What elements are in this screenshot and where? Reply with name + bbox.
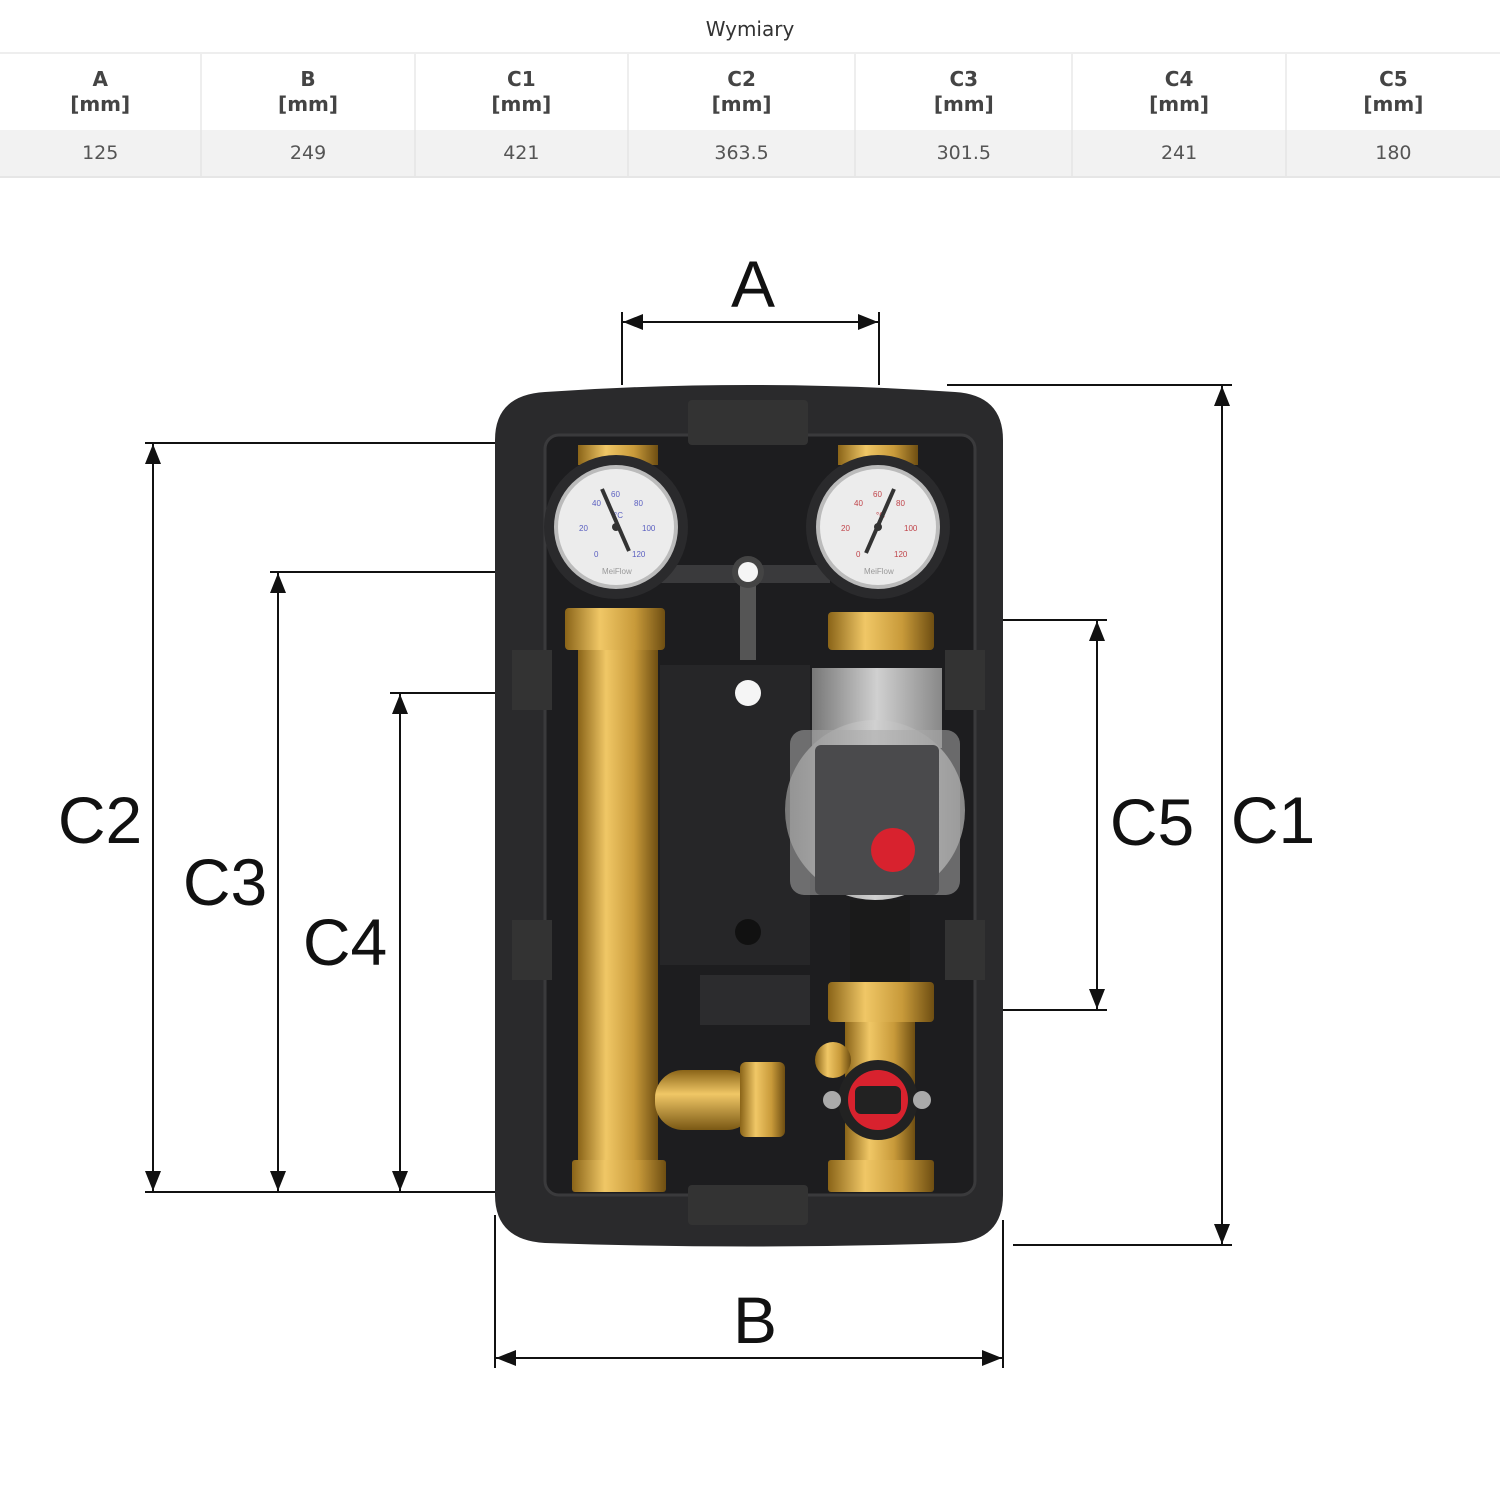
header-a: A[mm]	[0, 54, 203, 130]
gauge-tick-label: 100	[904, 524, 918, 533]
header-c4: C4[mm]	[1073, 54, 1287, 130]
thermometer-supply: 0 20 40 60 80 100 120 °C MeiFlow	[806, 455, 950, 599]
gauge-tick-label: 20	[841, 524, 850, 533]
mount-hole	[735, 919, 761, 945]
label-c4: C4	[303, 905, 387, 979]
gauge-tick-label: 0	[856, 550, 861, 559]
header-name: B	[300, 67, 316, 91]
label-b: B	[733, 1283, 777, 1357]
gauge-tick-label: 80	[896, 499, 905, 508]
label-c3: C3	[183, 845, 267, 919]
header-unit: [mm]	[278, 92, 339, 116]
header-unit: [mm]	[1149, 92, 1210, 116]
dimension-lines	[145, 312, 1232, 1368]
value-c1: 421	[416, 130, 629, 176]
gauge-tick-label: 60	[873, 490, 882, 499]
dimensions-table: Wymiary A[mm] B[mm] C1[mm] C2[mm] C3[mm]…	[0, 0, 1500, 178]
header-c5: C5[mm]	[1287, 54, 1500, 130]
header-name: C5	[1379, 67, 1408, 91]
header-unit: [mm]	[491, 92, 552, 116]
header-name: C4	[1164, 67, 1194, 91]
gauge-tick-label: 80	[634, 499, 643, 508]
gauge-needle	[864, 488, 896, 554]
value-c2: 363.5	[629, 130, 857, 176]
gauge-tick-label: 40	[592, 499, 601, 508]
circulation-pump	[785, 668, 965, 900]
table-value-row: 125 249 421 363.5 301.5 241 180	[0, 130, 1500, 178]
value-c4: 241	[1073, 130, 1287, 176]
bottom-clip	[688, 1185, 808, 1225]
header-unit: [mm]	[711, 92, 772, 116]
gauge-tick-label: 120	[894, 550, 908, 559]
gauge-tick-label: 0	[594, 550, 599, 559]
header-unit: [mm]	[1363, 92, 1424, 116]
gauge-brand: MeiFlow	[602, 567, 632, 576]
header-unit: [mm]	[933, 92, 994, 116]
header-name: A	[92, 67, 108, 91]
gauge-tick-label: 100	[642, 524, 656, 533]
value-a: 125	[0, 130, 203, 176]
gauge-unit: °C	[614, 511, 623, 520]
label-c1: C1	[1231, 783, 1315, 857]
value-c3: 301.5	[856, 130, 1074, 176]
header-c1: C1[mm]	[416, 54, 629, 130]
header-b: B[mm]	[202, 54, 416, 130]
header-name: C3	[949, 67, 979, 91]
table-header-row: A[mm] B[mm] C1[mm] C2[mm] C3[mm] C4[mm] …	[0, 54, 1500, 130]
label-a: A	[731, 247, 775, 321]
header-c3: C3[mm]	[856, 54, 1074, 130]
table-caption: Wymiary	[0, 0, 1500, 54]
label-c5: C5	[1110, 785, 1194, 859]
pump-speed-knob	[871, 828, 915, 872]
label-c2: C2	[58, 783, 142, 857]
gauge-tick-label: 120	[632, 550, 646, 559]
header-unit: [mm]	[70, 92, 131, 116]
gauge-needle	[600, 488, 631, 552]
return-pipe	[565, 445, 785, 1192]
header-name: C1	[507, 67, 536, 91]
value-b: 249	[202, 130, 416, 176]
value-c5: 180	[1375, 142, 1412, 164]
gauge-tick-label: 40	[854, 499, 863, 508]
ball-valve-handle	[823, 1060, 931, 1140]
thermometer-return: 0 20 40 60 80 100 120 °C MeiFlow	[544, 455, 688, 599]
gauge-tick-label: 60	[611, 490, 620, 499]
gauge-tick-label: 20	[579, 524, 588, 533]
header-name: C2	[727, 67, 756, 91]
mount-hole	[735, 680, 761, 706]
gauge-brand: MeiFlow	[864, 567, 894, 576]
top-clip	[688, 400, 808, 445]
header-c2: C2[mm]	[629, 54, 857, 130]
